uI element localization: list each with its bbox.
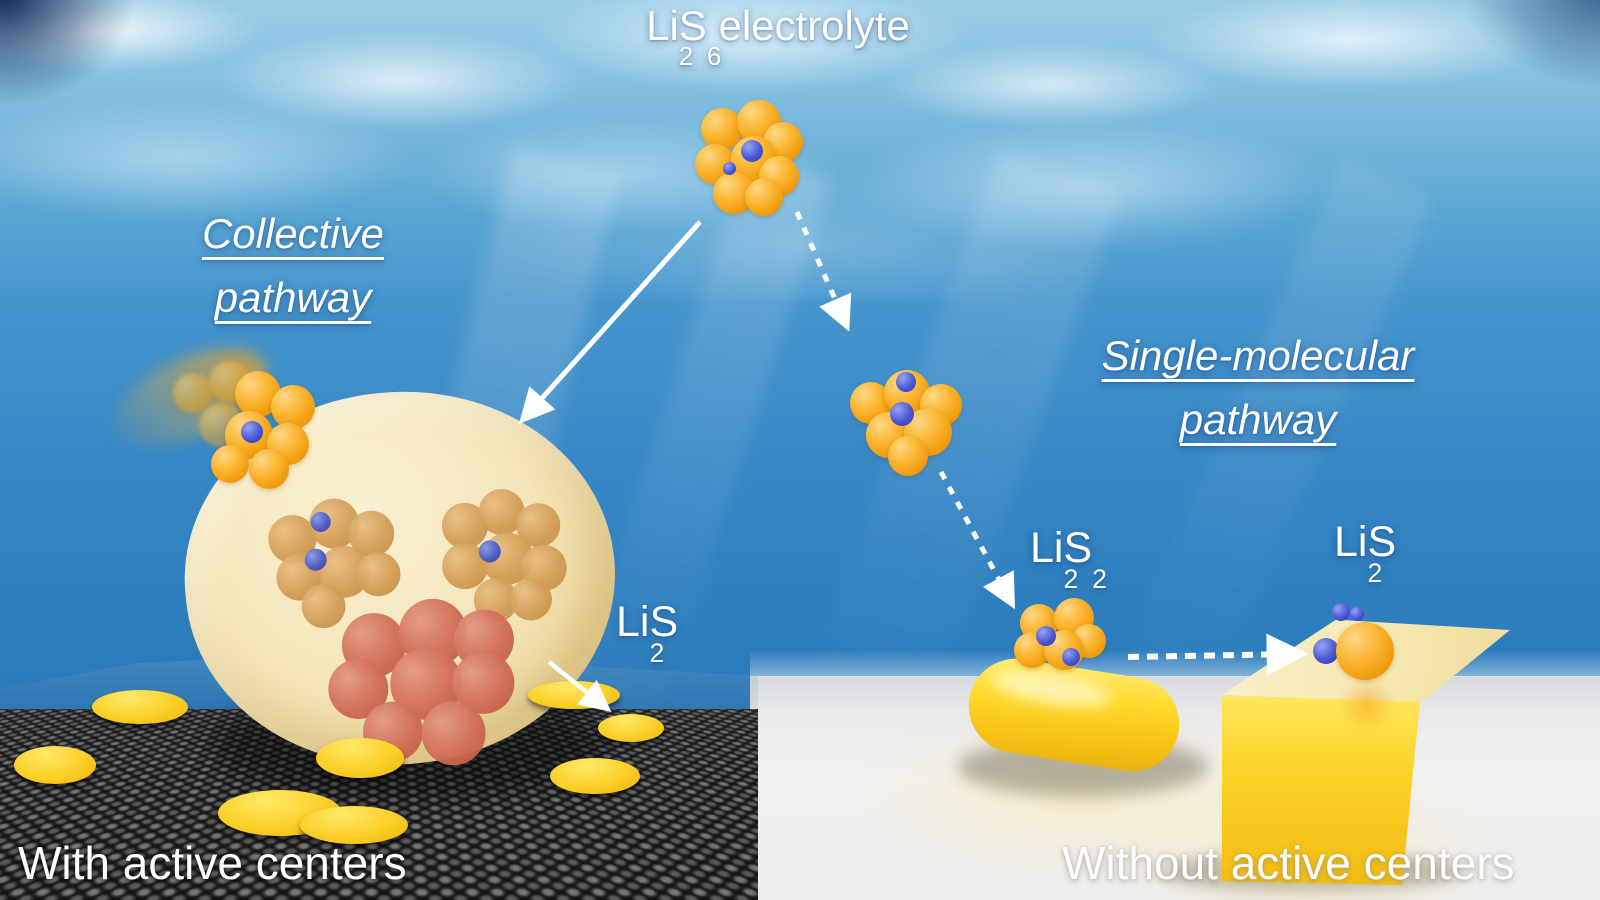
single-line2: pathway <box>1179 396 1337 443</box>
sulfur-atom <box>271 385 315 429</box>
li2s6-molecule <box>695 98 805 220</box>
lithium-atom <box>741 140 763 162</box>
electrolyte-title: Li2S6 electrolyte <box>646 2 910 69</box>
sulfur-atom <box>1336 622 1394 680</box>
sulfur-atom <box>211 445 249 483</box>
title-text: Li <box>646 2 679 49</box>
li2s2-molecule-on-rod <box>1008 596 1108 676</box>
lithium-atom <box>896 372 916 392</box>
collective-line1: Collective <box>201 210 385 257</box>
li2s-deposit <box>300 806 408 844</box>
sulfur-atom <box>745 178 783 216</box>
single-molecular-pathway-label: Single-molecular pathway <box>1008 332 1508 460</box>
li2s-deposit <box>316 738 404 778</box>
li2s-deposit <box>528 681 620 709</box>
lithium-atom <box>1036 626 1056 646</box>
li2s-deposit <box>550 758 640 794</box>
with-active-centers-label: With active centers <box>18 837 407 889</box>
corner-shadow <box>0 0 140 110</box>
sulfur-block-front-face <box>1222 695 1420 885</box>
collective-pathway-label: Collective pathway <box>103 210 483 338</box>
sulfur-atom <box>249 449 289 489</box>
sulfur-atom <box>173 373 213 413</box>
lithium-atom <box>241 421 263 443</box>
li2s-deposit <box>598 714 664 742</box>
without-active-centers-label: Without active centers <box>1062 837 1515 889</box>
li2s-label-mesh: Li2S <box>616 598 679 666</box>
single-line1: Single-molecular <box>1101 332 1415 379</box>
lithium-atom <box>1350 607 1364 621</box>
lithium-atom <box>1332 603 1350 621</box>
lithium-atom <box>1313 638 1339 664</box>
sulfur-atom <box>888 436 928 476</box>
li2s-deposit <box>14 746 96 784</box>
li2s-label-block: Li2S <box>1334 518 1397 586</box>
collective-line2: pathway <box>214 274 372 321</box>
li2s-molecule-on-block <box>1306 598 1416 688</box>
incoming-li2s6-molecule <box>98 328 355 500</box>
block-subsurface-glow <box>1338 678 1396 730</box>
lithium-atom <box>1062 648 1080 666</box>
li2s2-label: Li2S2 <box>1030 524 1107 592</box>
corner-shadow <box>1460 0 1600 90</box>
li2s-deposit <box>92 690 188 724</box>
lithium-atom <box>890 402 914 426</box>
lithium-atom <box>723 162 736 175</box>
polysulfide-intermediate-molecule <box>846 362 966 476</box>
